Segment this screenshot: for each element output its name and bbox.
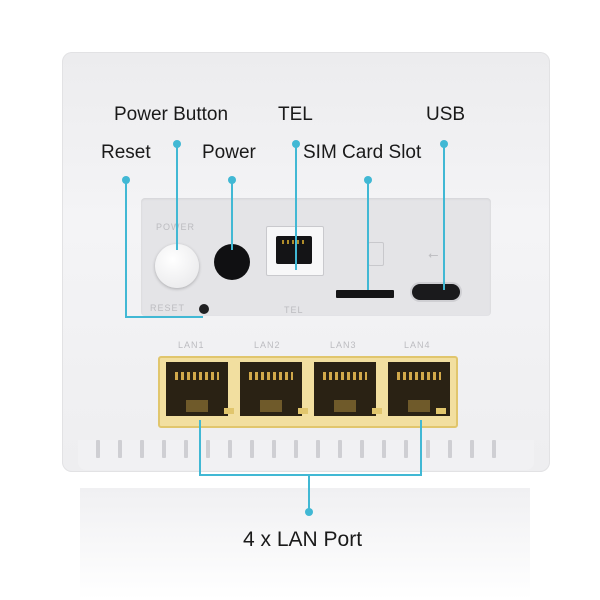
callout-line-lan: [420, 420, 422, 476]
callout-line-sim: [367, 180, 369, 290]
vent-slot: [382, 440, 386, 458]
callout-line-reset: [125, 316, 203, 318]
lan-panel-label: LAN2: [254, 340, 281, 350]
lan-led: [372, 408, 382, 414]
vent-slot: [470, 440, 474, 458]
lan-port-pins: [323, 372, 367, 380]
vent-slot: [206, 440, 210, 458]
vent-slot: [360, 440, 364, 458]
label-tel: TEL: [278, 104, 313, 125]
lan-panel-label: LAN3: [330, 340, 357, 350]
vent-slot: [492, 440, 496, 458]
callout-dot: [305, 508, 313, 516]
vent-slot: [338, 440, 342, 458]
usb-port[interactable]: [412, 284, 460, 300]
vent-slot: [96, 440, 100, 458]
lan-port-clip: [260, 400, 282, 412]
lan-led: [436, 408, 446, 414]
callout-line-usb: [443, 144, 445, 290]
lan-port-pins: [249, 372, 293, 380]
label-usb: USB: [426, 104, 466, 125]
callout-line-lan: [308, 474, 310, 512]
lan-port-clip: [186, 400, 208, 412]
label-power-button: Power Button: [114, 104, 229, 125]
vent-slot: [404, 440, 408, 458]
usb-icon: ⭠: [428, 247, 439, 262]
power-panel-label: POWER: [156, 222, 195, 232]
lan-port-pins: [175, 372, 219, 380]
label-sim-card-slot: SIM Card Slot: [303, 142, 422, 163]
vent-slot: [184, 440, 188, 458]
lan-port-clip: [334, 400, 356, 412]
vent-slot: [448, 440, 452, 458]
vent-slot: [140, 440, 144, 458]
vent-slot: [294, 440, 298, 458]
floor-reflection: [80, 488, 530, 600]
power-jack: [214, 244, 250, 280]
sim-card-slot[interactable]: [336, 290, 394, 298]
reset-panel-label: RESET: [150, 303, 186, 313]
tel-panel-label: TEL: [284, 305, 304, 315]
vent-slot: [272, 440, 276, 458]
vent-slot: [426, 440, 430, 458]
vent-slot: [250, 440, 254, 458]
lan-led: [224, 408, 234, 414]
lan-port-clip: [408, 400, 430, 412]
lan-panel-label: LAN4: [404, 340, 431, 350]
callout-line-reset: [125, 180, 127, 318]
lan-led: [298, 408, 308, 414]
sim-card-icon: [368, 242, 384, 266]
label-reset: Reset: [101, 142, 151, 163]
tel-port-pins: [282, 240, 306, 244]
lan-port-pins: [397, 372, 441, 380]
label-power: Power: [202, 142, 256, 163]
reset-pinhole[interactable]: [199, 304, 209, 314]
vent-slot: [162, 440, 166, 458]
callout-line-lan: [199, 420, 201, 476]
power-button[interactable]: [155, 244, 199, 288]
vent-slot: [228, 440, 232, 458]
vent-slot: [316, 440, 320, 458]
vent-slot: [118, 440, 122, 458]
lan-panel-label: LAN1: [178, 340, 205, 350]
router-base: [78, 440, 534, 470]
label-lan-port: 4 x LAN Port: [243, 528, 363, 551]
callout-line-power: [231, 180, 233, 250]
callout-line-lan: [199, 474, 422, 476]
callout-line-tel: [295, 144, 297, 270]
callout-line-power-button: [176, 144, 178, 250]
